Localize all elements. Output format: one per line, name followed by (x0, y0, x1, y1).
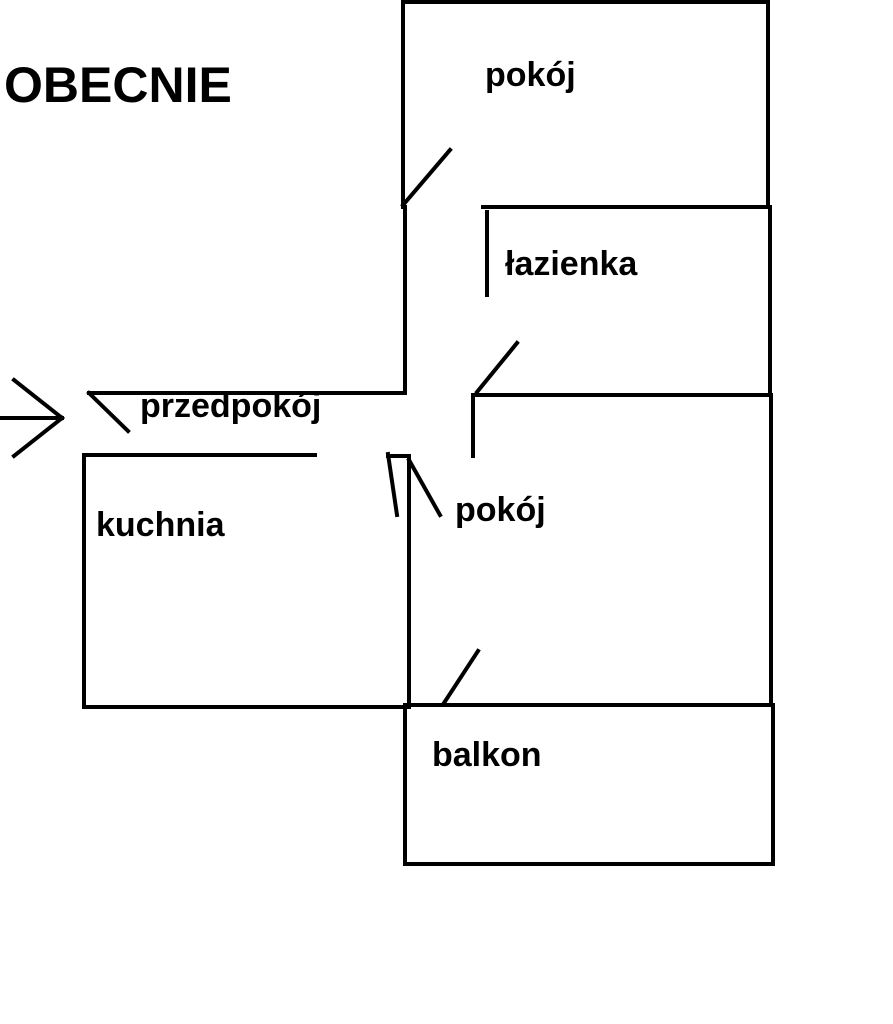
room-kuchnia-walls (82, 453, 410, 709)
arrow-right-icon (0, 377, 65, 459)
room-pokoj-top-walls (401, 0, 770, 209)
door-balkon (441, 648, 481, 706)
room-label-lazienka: łazienka (505, 245, 638, 283)
room-pokoj-bottom-walls (386, 393, 773, 709)
page-title: OBECNIE (4, 57, 232, 113)
door-lazienka (474, 340, 520, 395)
room-label-pokoj-top: pokój (485, 56, 576, 94)
door-pokoj-top (400, 147, 453, 208)
room-label-balkon: balkon (432, 736, 542, 774)
door-entrance (86, 390, 131, 434)
room-label-kuchnia: kuchnia (96, 506, 225, 544)
room-label-pokoj-bottom: pokój (455, 491, 546, 529)
room-balkon-walls (403, 703, 775, 866)
door-pokoj-bottom (406, 457, 443, 518)
room-przedpokoj-walls (82, 391, 407, 457)
room-lazienka-walls (481, 205, 772, 395)
door-kuchnia (385, 451, 400, 518)
room-label-przedpokoj: przedpokój (140, 387, 322, 425)
